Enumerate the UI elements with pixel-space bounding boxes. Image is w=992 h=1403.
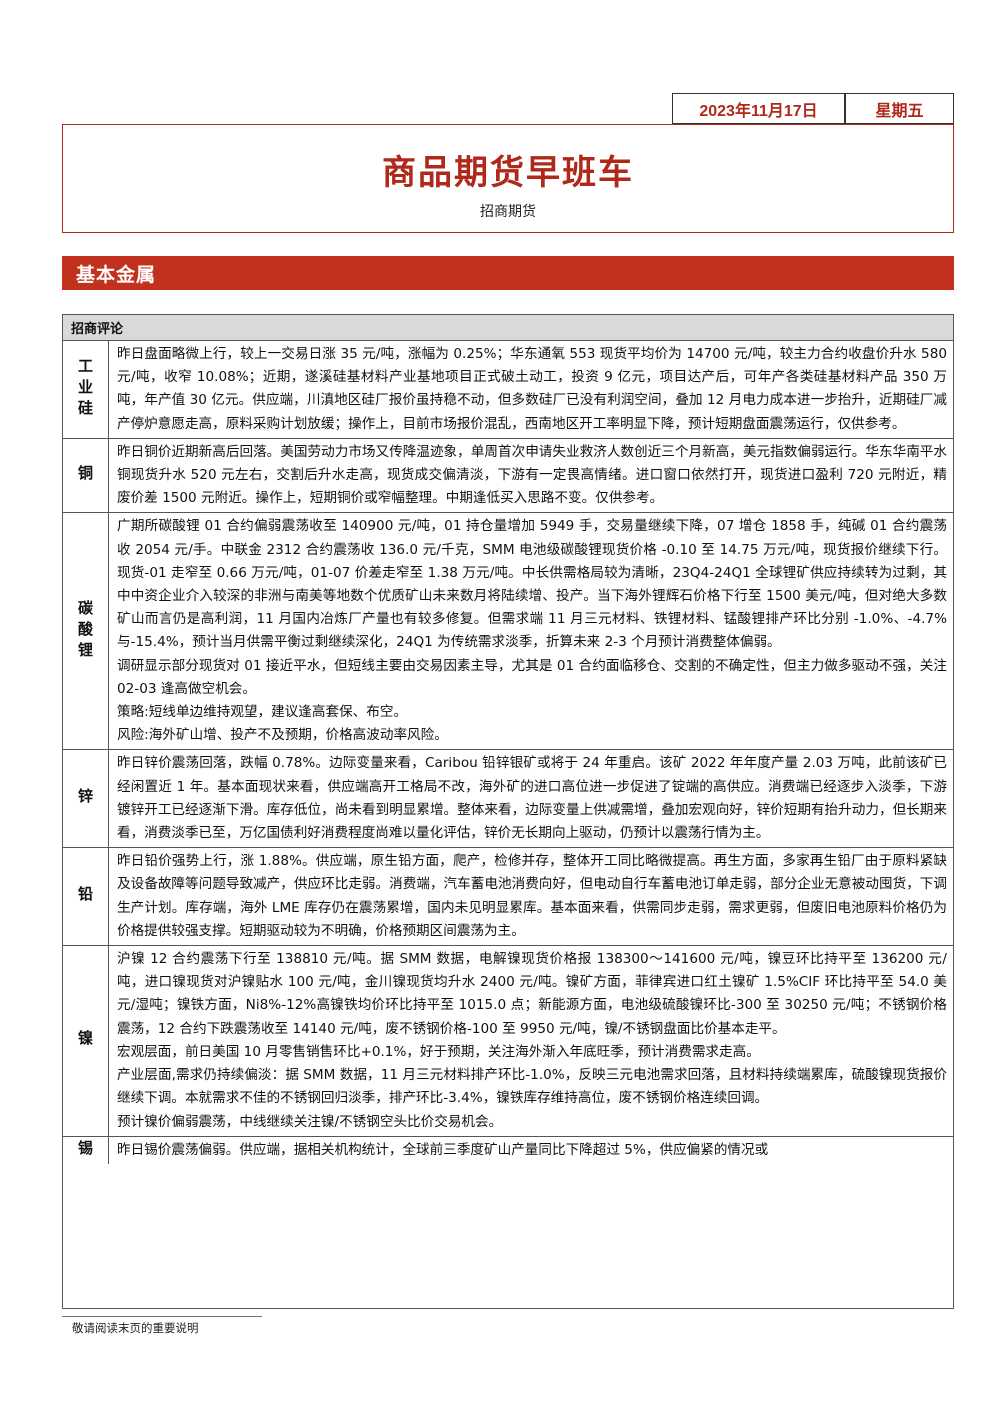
table-row-lithium-carbonate: 碳酸锂 广期所碳酸锂 01 合约偏弱震荡收至 140900 元/吨，01 持仓量… bbox=[63, 513, 953, 751]
row-paragraph: 昨日铅价强势上行，涨 1.88%。供应端，原生铅方面，爬产，检修并存，整体开工同… bbox=[117, 853, 947, 939]
table-row-zinc: 锌 昨日锌价震荡回落，跌幅 0.78%。边际变量来看，Caribou 铅锌银矿或… bbox=[63, 750, 953, 849]
row-content: 沪镍 12 合约震荡下行至 138810 元/吨。据 SMM 数据，电解镍现货价… bbox=[109, 946, 953, 1136]
table-row-lead: 铅 昨日铅价强势上行，涨 1.88%。供应端，原生铅方面，爬产，检修并存，整体开… bbox=[63, 848, 953, 947]
row-paragraph: 昨日盘面略微上行，较上一交易日涨 35 元/吨，涨幅为 0.25%；华东通氧 5… bbox=[117, 346, 947, 432]
footer-note: 敬请阅读末页的重要说明 bbox=[72, 1321, 199, 1335]
row-content: 昨日盘面略微上行，较上一交易日涨 35 元/吨，涨幅为 0.25%；华东通氧 5… bbox=[109, 341, 953, 438]
table-row-nickel: 镍 沪镍 12 合约震荡下行至 138810 元/吨。据 SMM 数据，电解镍现… bbox=[63, 946, 953, 1137]
page-title: 商品期货早班车 bbox=[382, 153, 634, 193]
table-row-industrial-silicon: 工业硅 昨日盘面略微上行，较上一交易日涨 35 元/吨，涨幅为 0.25%；华东… bbox=[63, 341, 953, 439]
commentary-table: 招商评论 工业硅 昨日盘面略微上行，较上一交易日涨 35 元/吨，涨幅为 0.2… bbox=[62, 314, 954, 1309]
row-label: 镍 bbox=[63, 946, 109, 1136]
row-content: 广期所碳酸锂 01 合约偏弱震荡收至 140900 元/吨，01 持仓量增加 5… bbox=[109, 513, 953, 749]
row-paragraph: 昨日锡价震荡偏弱。供应端，据相关机构统计，全球前三季度矿山产量同比下降超过 5%… bbox=[117, 1141, 769, 1158]
row-content: 昨日铜价近期新高后回落。美国劳动力市场又传降温迹象，单周首次申请失业救济人数创近… bbox=[109, 439, 953, 513]
row-paragraph: 风险:海外矿山增、投产不及预期，价格高波动率风险。 bbox=[117, 727, 448, 744]
row-label: 锌 bbox=[63, 750, 109, 848]
row-content: 昨日锡价震荡偏弱。供应端，据相关机构统计，全球前三季度矿山产量同比下降超过 5%… bbox=[109, 1137, 953, 1164]
row-paragraph: 宏观层面，前日美国 10 月零售销售环比+0.1%，好于预期，关注海外渐入年底旺… bbox=[117, 1043, 760, 1060]
row-content: 昨日铅价强势上行，涨 1.88%。供应端，原生铅方面，爬产，检修并存，整体开工同… bbox=[109, 848, 953, 945]
footer-divider bbox=[62, 1316, 262, 1317]
title-box: 商品期货早班车 招商期货 bbox=[62, 124, 954, 233]
report-weekday: 星期五 bbox=[875, 100, 924, 120]
row-paragraph: 产业层面,需求仍持续偏淡：据 SMM 数据，11 月三元材料排产环比-1.0%，… bbox=[117, 1067, 947, 1107]
table-row-tin: 锡 昨日锡价震荡偏弱。供应端，据相关机构统计，全球前三季度矿山产量同比下降超过 … bbox=[63, 1136, 953, 1164]
table-header: 招商评论 bbox=[63, 315, 953, 341]
row-paragraph: 策略:短线单边维持观望，建议逢高套保、布空。 bbox=[117, 704, 408, 721]
row-label: 铅 bbox=[63, 848, 109, 946]
row-paragraph: 调研显示部分现货对 01 接近平水，但短线主要由交易因素主导，尤其是 01 合约… bbox=[117, 657, 947, 697]
table-row-copper: 铜 昨日铜价近期新高后回落。美国劳动力市场又传降温迹象，单周首次申请失业救济人数… bbox=[63, 438, 953, 514]
row-label: 锡 bbox=[63, 1136, 109, 1164]
row-paragraph: 沪镍 12 合约震荡下行至 138810 元/吨。据 SMM 数据，电解镍现货价… bbox=[117, 951, 947, 1037]
row-paragraph: 预计镍价偏弱震荡，中线继续关注镍/不锈钢空头比价交易机会。 bbox=[117, 1113, 503, 1130]
row-label: 工业硅 bbox=[63, 341, 109, 438]
row-paragraph: 昨日铜价近期新高后回落。美国劳动力市场又传降温迹象，单周首次申请失业救济人数创近… bbox=[117, 443, 947, 507]
row-paragraph: 昨日锌价震荡回落，跌幅 0.78%。边际变量来看，Caribou 铅锌银矿或将于… bbox=[117, 755, 947, 842]
row-content: 昨日锌价震荡回落，跌幅 0.78%。边际变量来看，Caribou 铅锌银矿或将于… bbox=[109, 750, 953, 847]
row-label: 碳酸锂 bbox=[63, 513, 109, 750]
report-date: 2023年11月17日 bbox=[673, 94, 846, 123]
date-box: 2023年11月17日 星期五 bbox=[672, 93, 954, 124]
row-paragraph: 广期所碳酸锂 01 合约偏弱震荡收至 140900 元/吨，01 持仓量增加 5… bbox=[117, 518, 947, 651]
publisher-name: 招商期货 bbox=[480, 204, 536, 220]
row-label: 铜 bbox=[63, 438, 109, 513]
section-heading: 基本金属 bbox=[62, 256, 954, 290]
